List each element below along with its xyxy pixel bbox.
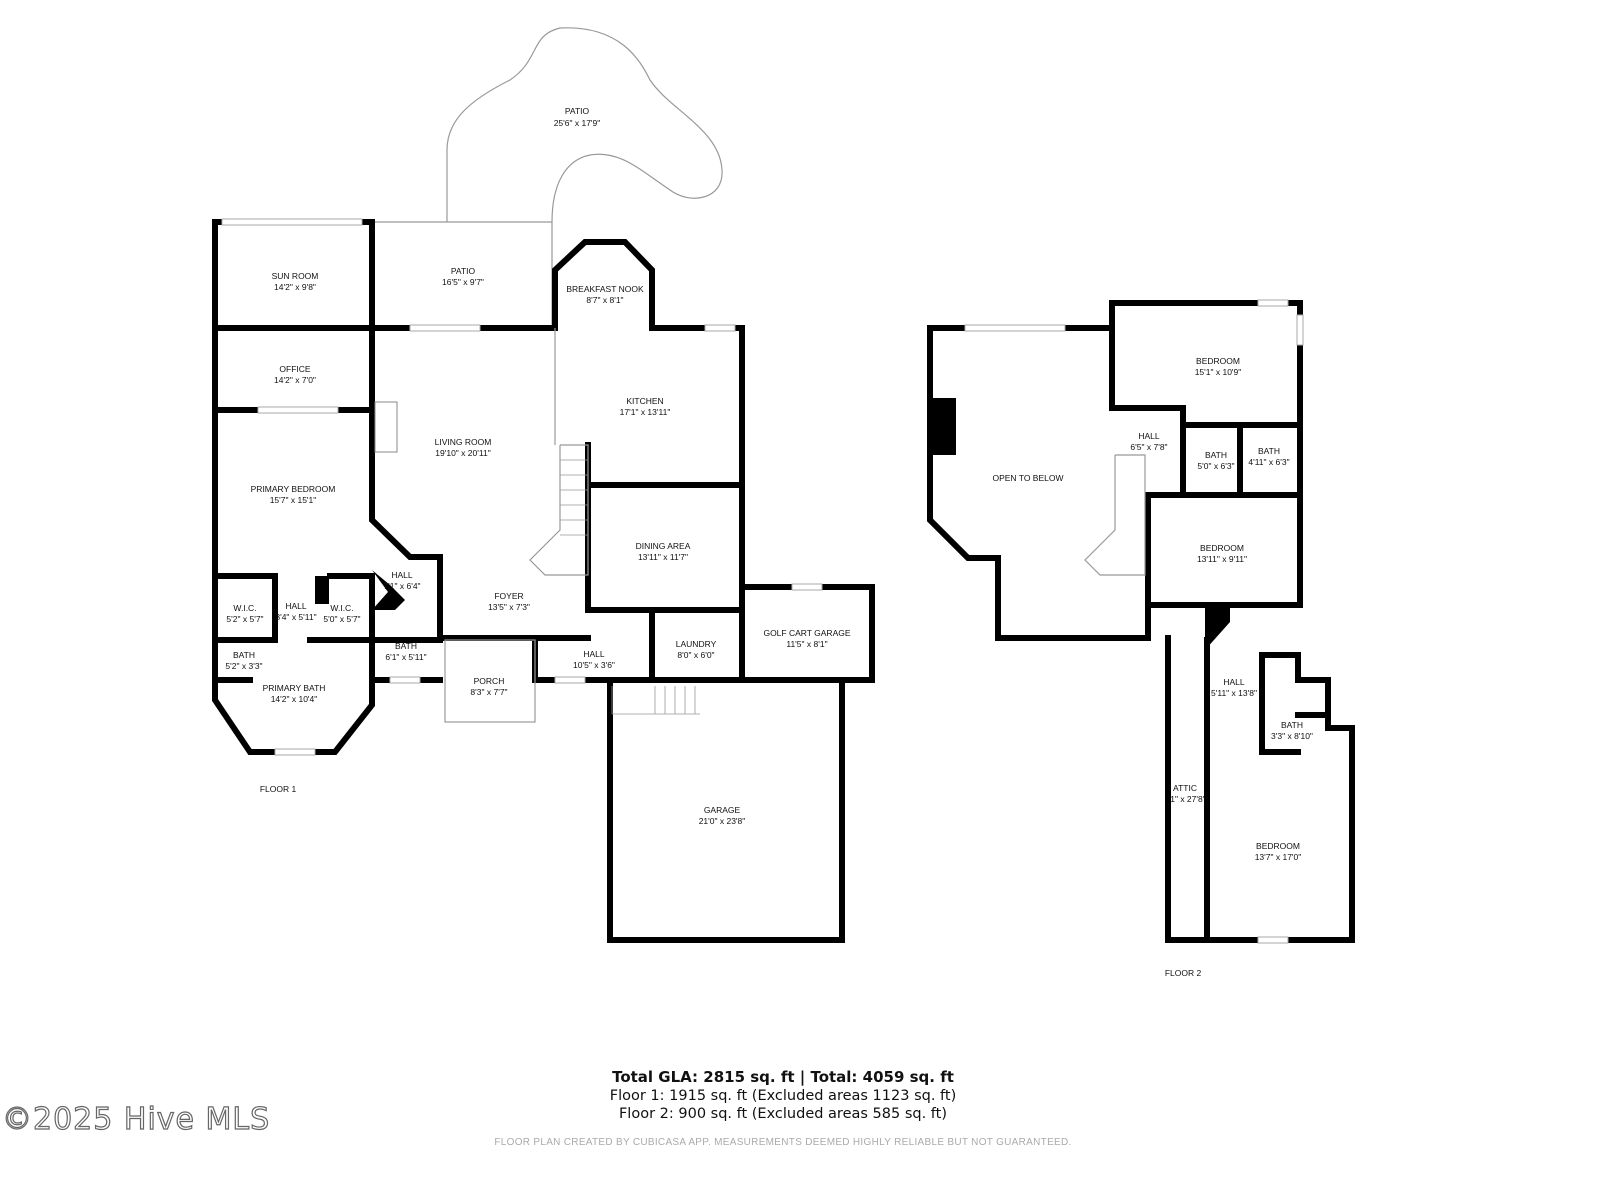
total-area: Total GLA: 2815 sq. ft | Total: 4059 sq.… — [612, 1068, 954, 1086]
room-dimensions: 5'11" x 13'8" — [1211, 688, 1257, 698]
room-name: ATTIC — [1173, 783, 1197, 793]
room-dimensions: 14'2" x 7'0" — [274, 375, 316, 385]
room-dimensions: 6'1" x 5'11" — [385, 652, 426, 662]
floor2-area: Floor 2: 900 sq. ft (Excluded areas 585 … — [618, 1106, 948, 1122]
room-name: BATH — [395, 641, 417, 651]
room-dimensions: 15'7" x 15'1" — [270, 495, 317, 505]
room-name: BEDROOM — [1200, 543, 1244, 553]
room-dimensions: 16'5" x 9'7" — [442, 277, 484, 287]
floor2-walls — [927, 299, 1355, 944]
room-name: BATH — [1281, 720, 1303, 730]
room-name: BREAKFAST NOOK — [566, 284, 644, 294]
room-name: BATH — [1258, 446, 1280, 456]
room-dimensions: 7'1" x 6'4" — [383, 581, 420, 591]
room-name: BEDROOM — [1196, 356, 1240, 366]
room-dimensions: 15'1" x 10'9" — [1195, 367, 1242, 377]
room-dimensions: 5'2" x 3'3" — [225, 661, 262, 671]
room-dimensions: 5'2" x 5'7" — [226, 614, 263, 624]
room-name: LIVING ROOM — [435, 437, 492, 447]
floor1-area: Floor 1: 1915 sq. ft (Excluded areas 112… — [609, 1088, 957, 1104]
room-name: KITCHEN — [626, 396, 663, 406]
room-dimensions: 6'5" x 7'8" — [1130, 442, 1167, 452]
room-dimensions: 14'2" x 9'8" — [274, 282, 316, 292]
floor1-walls — [212, 218, 875, 943]
room-name: PATIO — [451, 266, 476, 276]
floor1-room-labels: PATIO 25'6" x 17'9" SUN ROOM 14'2" x 9'8… — [225, 106, 850, 826]
floor1-label: FLOOR 1 — [260, 784, 297, 794]
room-name: HALL — [391, 570, 413, 580]
room-name: W.I.C. — [233, 603, 256, 613]
room-dimensions: 3'3" x 8'10" — [1271, 731, 1313, 741]
room-name: OPEN TO BELOW — [992, 473, 1063, 483]
room-name: PORCH — [474, 676, 505, 686]
room-dimensions: 13'7" x 17'0" — [1255, 852, 1302, 862]
room-name: PRIMARY BATH — [263, 683, 326, 693]
room-dimensions: 4'11" x 6'3" — [1248, 457, 1289, 467]
room-name: LAUNDRY — [676, 639, 717, 649]
room-dimensions: 5'0" x 6'3" — [1197, 461, 1234, 471]
room-name: DINING AREA — [636, 541, 691, 551]
room-name: PRIMARY BEDROOM — [251, 484, 336, 494]
room-dimensions: 13'11" x 11'7" — [638, 552, 688, 562]
floor2-label: FLOOR 2 — [1165, 968, 1202, 978]
room-dimensions: 25'6" x 17'9" — [554, 118, 601, 128]
room-dimensions: 17'1" x 13'11" — [620, 407, 671, 417]
room-dimensions: 10'5" x 3'6" — [573, 660, 615, 670]
room-dimensions: 1" x 27'8" — [1170, 794, 1206, 804]
room-name: BATH — [1205, 450, 1227, 460]
room-dimensions: 8'7" x 8'1" — [586, 295, 623, 305]
room-dimensions: 11'5" x 8'1" — [786, 639, 827, 649]
room-name: GOLF CART GARAGE — [763, 628, 850, 638]
room-name: BATH — [233, 650, 255, 660]
room-dimensions: 8'0" x 6'0" — [677, 650, 714, 660]
room-dimensions: 5'0" x 5'7" — [323, 614, 360, 624]
room-name: OFFICE — [279, 364, 310, 374]
room-name: PATIO — [565, 106, 590, 116]
room-dimensions: 19'10" x 20'11" — [435, 448, 490, 458]
room-name: FOYER — [494, 591, 523, 601]
room-name: HALL — [1138, 431, 1160, 441]
floor2-room-labels: BEDROOM 15'1" x 10'9" OPEN TO BELOW HALL… — [992, 356, 1312, 978]
disclaimer: FLOOR PLAN CREATED BY CUBICASA APP. MEAS… — [494, 1137, 1072, 1148]
room-dimensions: 13'11" x 9'11" — [1197, 554, 1247, 564]
room-dimensions: 21'0" x 23'8" — [699, 816, 746, 826]
patio-outline — [446, 27, 723, 223]
area-summary: Total GLA: 2815 sq. ft | Total: 4059 sq.… — [0, 1068, 1566, 1123]
watermark: ©2025 Hive MLS — [1, 1101, 271, 1137]
room-name: BEDROOM — [1256, 841, 1300, 851]
room-name: GARAGE — [704, 805, 741, 815]
room-dimensions: 8'3" x 7'7" — [470, 687, 507, 697]
room-name: HALL — [583, 649, 605, 659]
room-dimensions: 13'5" x 7'3" — [488, 602, 530, 612]
room-name: SUN ROOM — [272, 271, 319, 281]
room-name: HALL — [285, 601, 307, 611]
room-dimensions: 14'2" x 10'4" — [271, 694, 318, 704]
room-name: W.I.C. — [330, 603, 353, 613]
room-dimensions: 3'4" x 5'11" — [275, 612, 316, 622]
room-name: HALL — [1223, 677, 1245, 687]
